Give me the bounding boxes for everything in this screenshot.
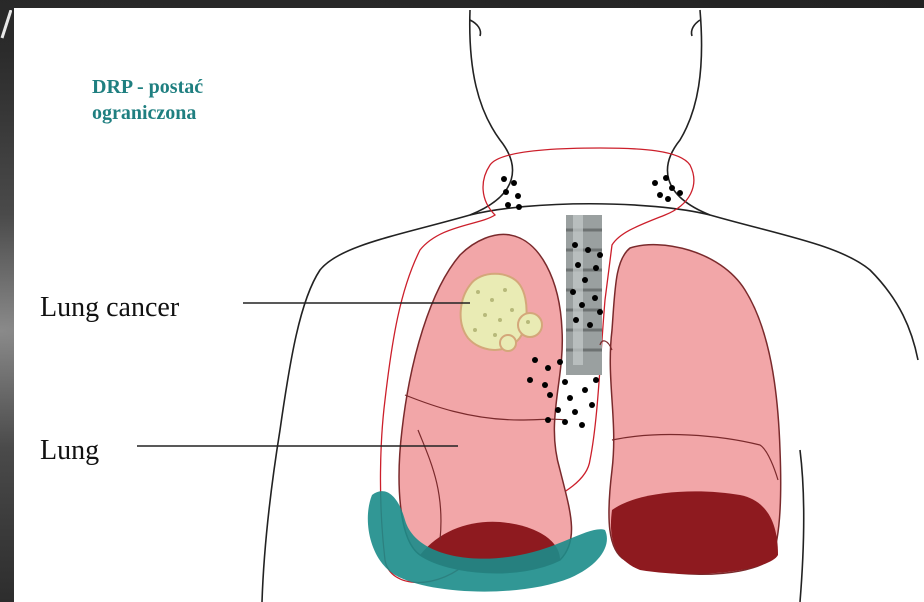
corner-slash-mark [0,10,12,40]
left-lung [600,245,781,575]
illustration-panel: DRP - postać ograniczona Lung cancer Lun… [14,8,924,602]
trachea [566,215,602,375]
lung-label: Lung [40,435,99,467]
title-line-1: DRP - postać [92,74,203,100]
title-line-2: ograniczona [92,100,203,126]
diagram-title: DRP - postać ograniczona [92,74,203,126]
lung-cancer-label: Lung cancer [40,292,179,324]
